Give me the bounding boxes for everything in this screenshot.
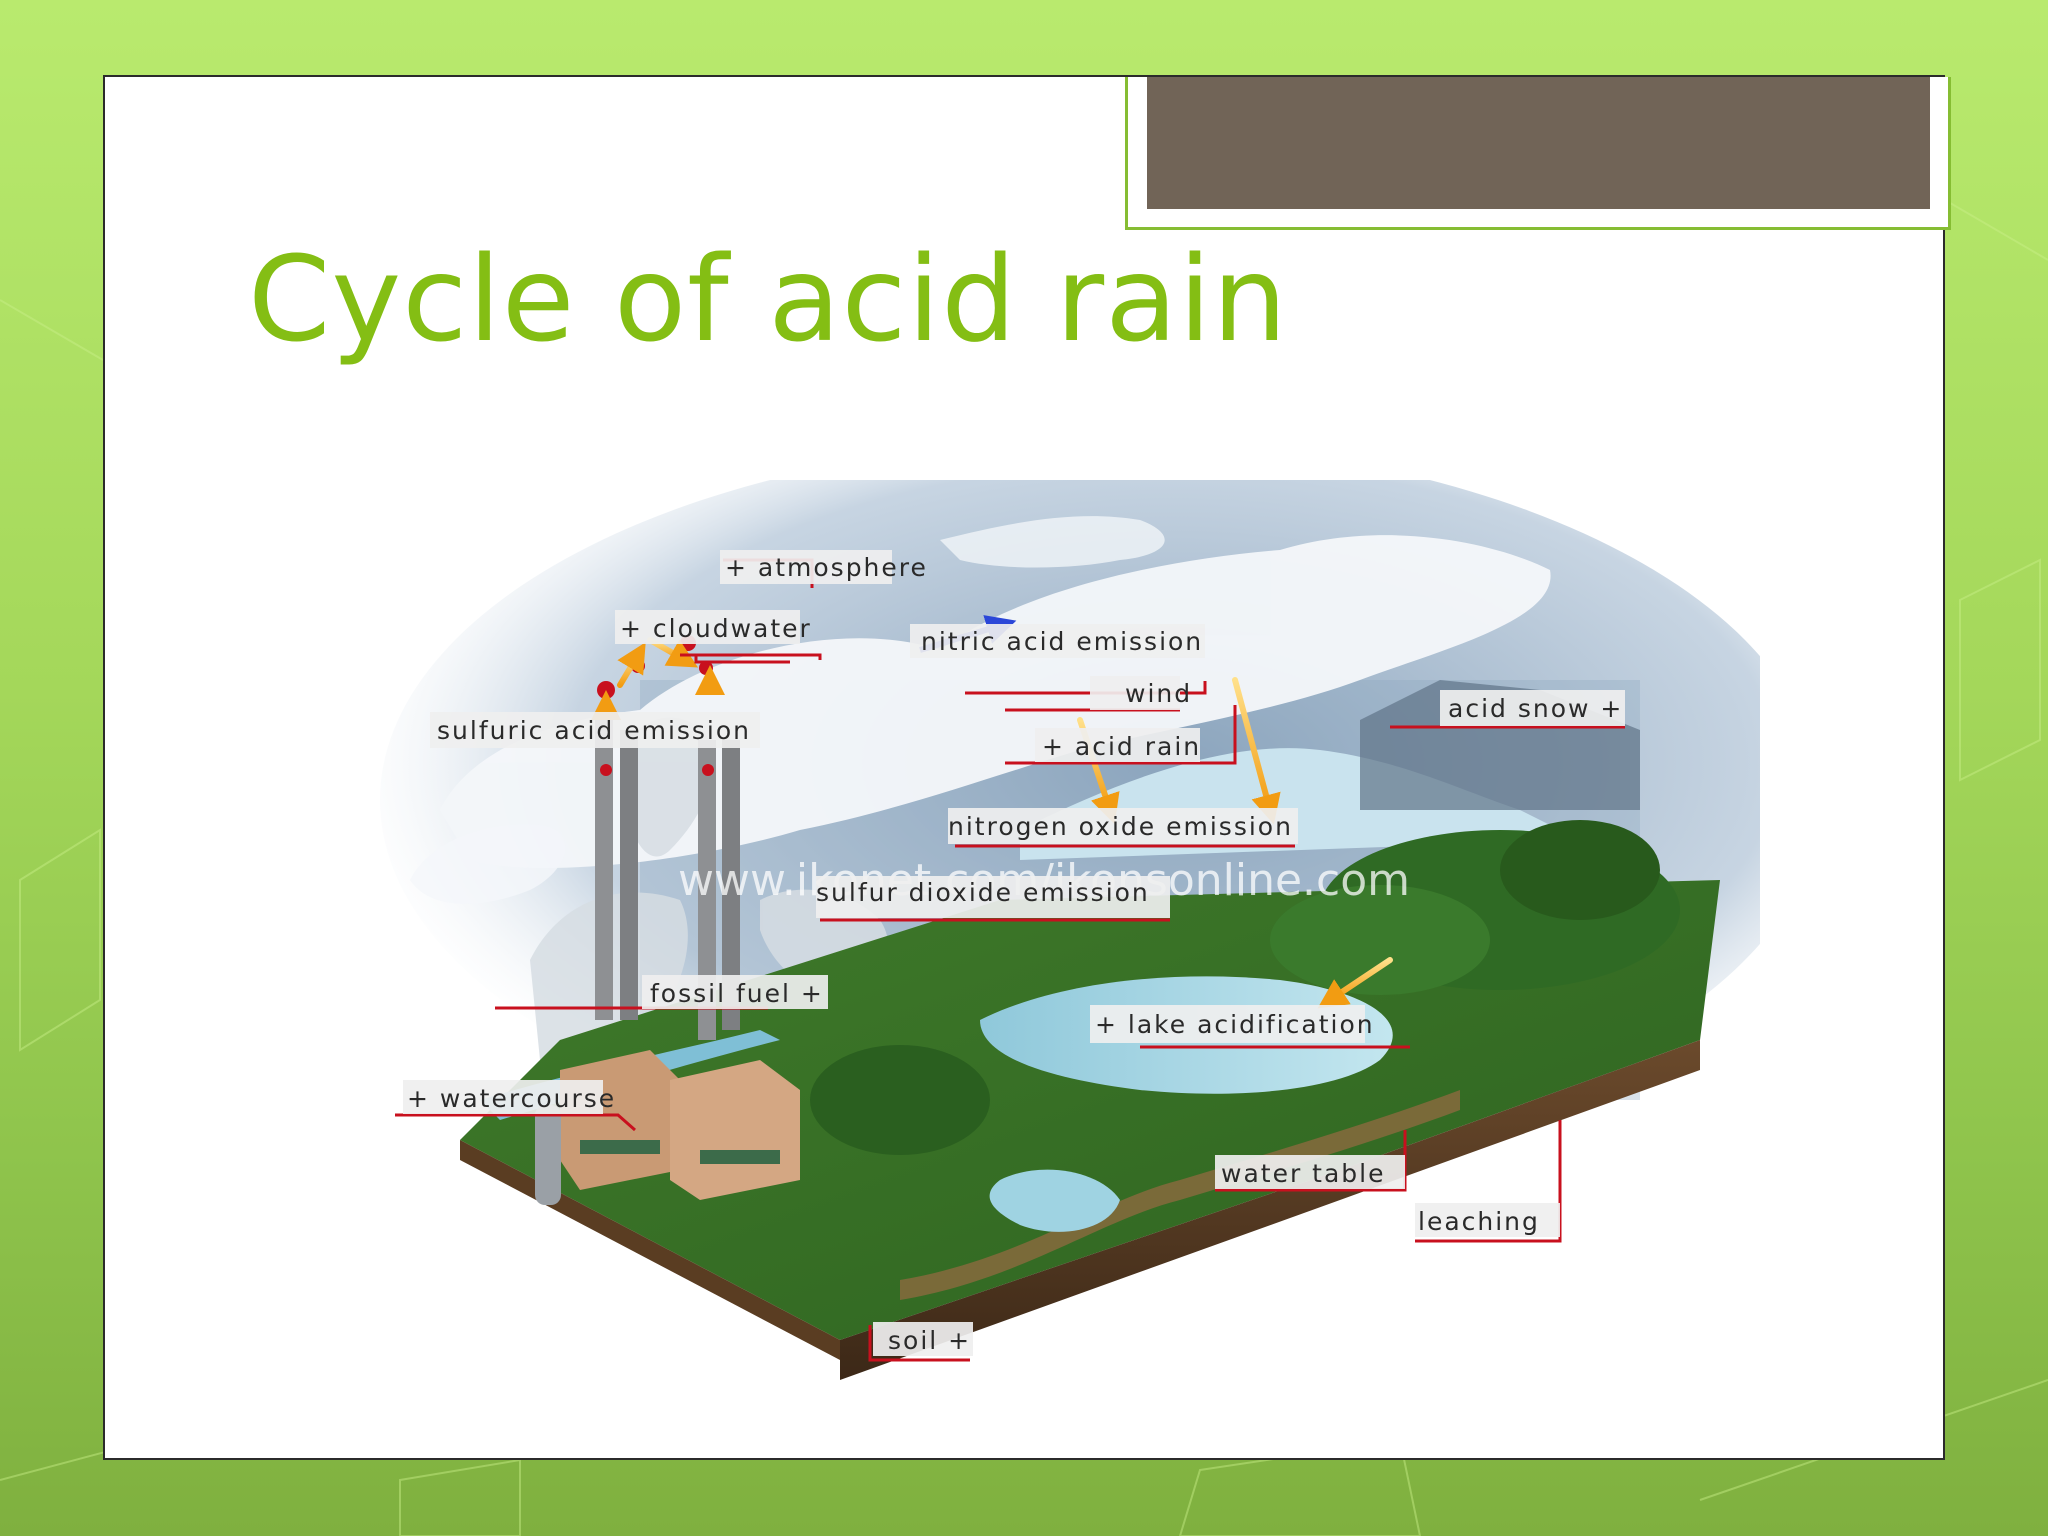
label-wind: wind <box>1090 676 1192 710</box>
label-lake-acidification: + lake acidification <box>1090 1005 1375 1043</box>
header-tab <box>1125 77 1951 230</box>
svg-text:nitric acid emission: nitric acid emission <box>921 627 1203 656</box>
label-nitrogen-oxide-emission: nitrogen oxide emission <box>948 808 1298 844</box>
power-plant <box>535 720 800 1205</box>
forest <box>810 820 1680 1155</box>
svg-text:+ cloudwater: + cloudwater <box>620 614 812 643</box>
svg-text:nitrogen oxide emission: nitrogen oxide emission <box>948 812 1293 841</box>
label-sulfur-dioxide-emission: sulfur dioxide emission <box>816 876 1170 918</box>
svg-text:fossil fuel +: fossil fuel + <box>650 979 824 1008</box>
svg-text:wind: wind <box>1125 679 1192 708</box>
label-soil: soil + <box>873 1322 973 1356</box>
svg-text:+ watercourse: + watercourse <box>407 1084 616 1113</box>
label-nitric-acid-emission: nitric acid emission <box>910 624 1205 658</box>
diagram-labels: + atmosphere + cloudwater nitric acid em… <box>403 550 1625 1356</box>
header-tab-fill <box>1147 77 1930 209</box>
slide-title: Cycle of acid rain <box>248 230 1289 368</box>
label-sulfuric-acid-emission: sulfuric acid emission <box>430 712 760 748</box>
svg-text:+ lake acidification: + lake acidification <box>1095 1010 1375 1039</box>
label-fossil-fuel: fossil fuel + <box>642 975 828 1009</box>
svg-text:+ atmosphere: + atmosphere <box>725 553 928 582</box>
cloud-band <box>410 516 1551 904</box>
label-leaching: leaching <box>1415 1203 1560 1237</box>
label-watercourse: + watercourse <box>403 1080 616 1114</box>
svg-text:sulfuric acid emission: sulfuric acid emission <box>437 716 751 745</box>
svg-text:sulfur dioxide emission: sulfur dioxide emission <box>816 878 1150 907</box>
svg-text:water table: water table <box>1221 1159 1386 1188</box>
acid-rain-diagram: www.ikonet.com/ikonsonline.com + atmosph… <box>380 480 1760 1380</box>
svg-text:acid snow +: acid snow + <box>1448 694 1623 723</box>
svg-text:soil +: soil + <box>888 1326 971 1355</box>
svg-text:+ acid rain: + acid rain <box>1042 732 1201 761</box>
label-water-table: water table <box>1215 1155 1405 1189</box>
label-cloudwater: + cloudwater <box>615 610 812 644</box>
label-acid-snow: acid snow + <box>1440 690 1625 726</box>
svg-text:leaching: leaching <box>1418 1207 1540 1236</box>
label-atmosphere: + atmosphere <box>720 550 928 584</box>
label-acid-rain: + acid rain <box>1035 728 1201 762</box>
